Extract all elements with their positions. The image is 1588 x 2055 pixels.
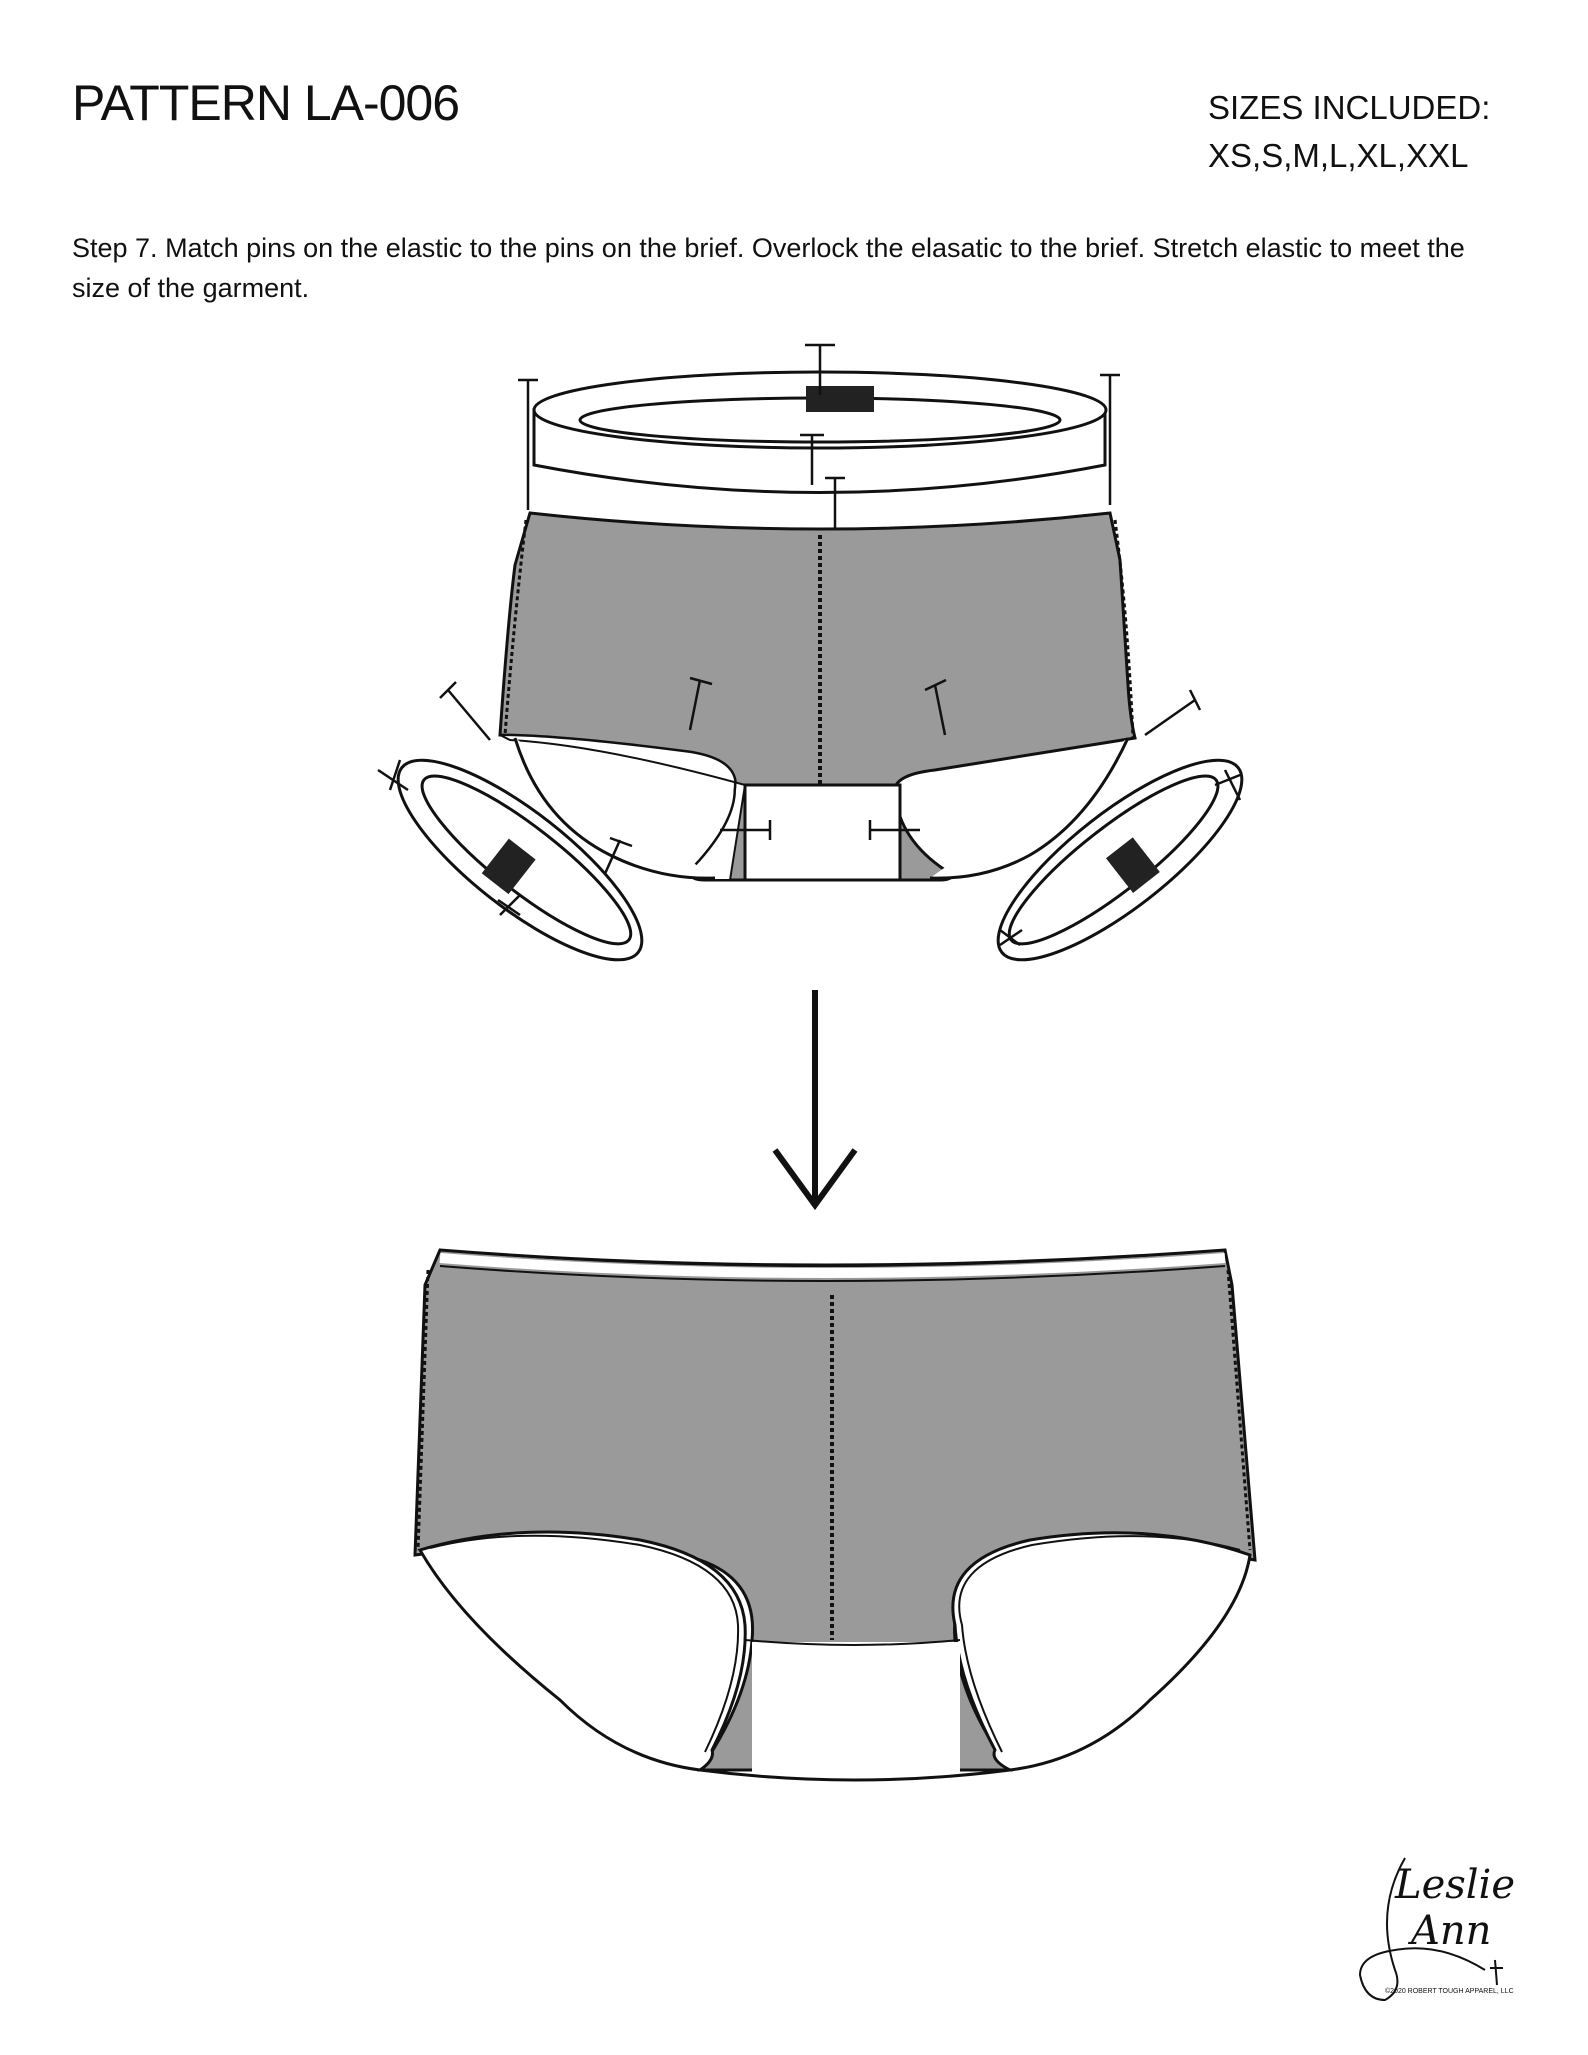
brand-name-line1: Leslie [1395, 1862, 1516, 1908]
step-instruction: Step 7. Match pins on the elastic to the… [72, 233, 1465, 303]
brand-logo: Leslie Ann ©2020 ROBERT TOUGH APPAREL, L… [1345, 1850, 1535, 2010]
brand-name-line2: Ann [1411, 1908, 1492, 1954]
sizes-list: XS,S,M,L,XL,XXL [1208, 137, 1469, 174]
needle-thread-icon [1358, 1857, 1503, 2002]
brief-unsewn [498, 511, 1137, 882]
waistband-elastic [532, 370, 1108, 494]
leg-elastic-right [996, 758, 1244, 962]
sizes-label: SIZES INCLUDED: [1208, 89, 1491, 126]
page-title: PATTERN LA-006 [72, 75, 460, 131]
sizes-block: SIZES INCLUDED: XS,S,M,L,XL,XXL [1208, 84, 1490, 180]
pin-markers [439, 343, 1202, 886]
down-arrow-icon [772, 990, 858, 1211]
leg-elastic-left [377, 758, 644, 962]
copyright-text: ©2020 ROBERT TOUGH APPAREL, LLC [1385, 1988, 1514, 1995]
brief-finished [413, 1248, 1257, 1782]
